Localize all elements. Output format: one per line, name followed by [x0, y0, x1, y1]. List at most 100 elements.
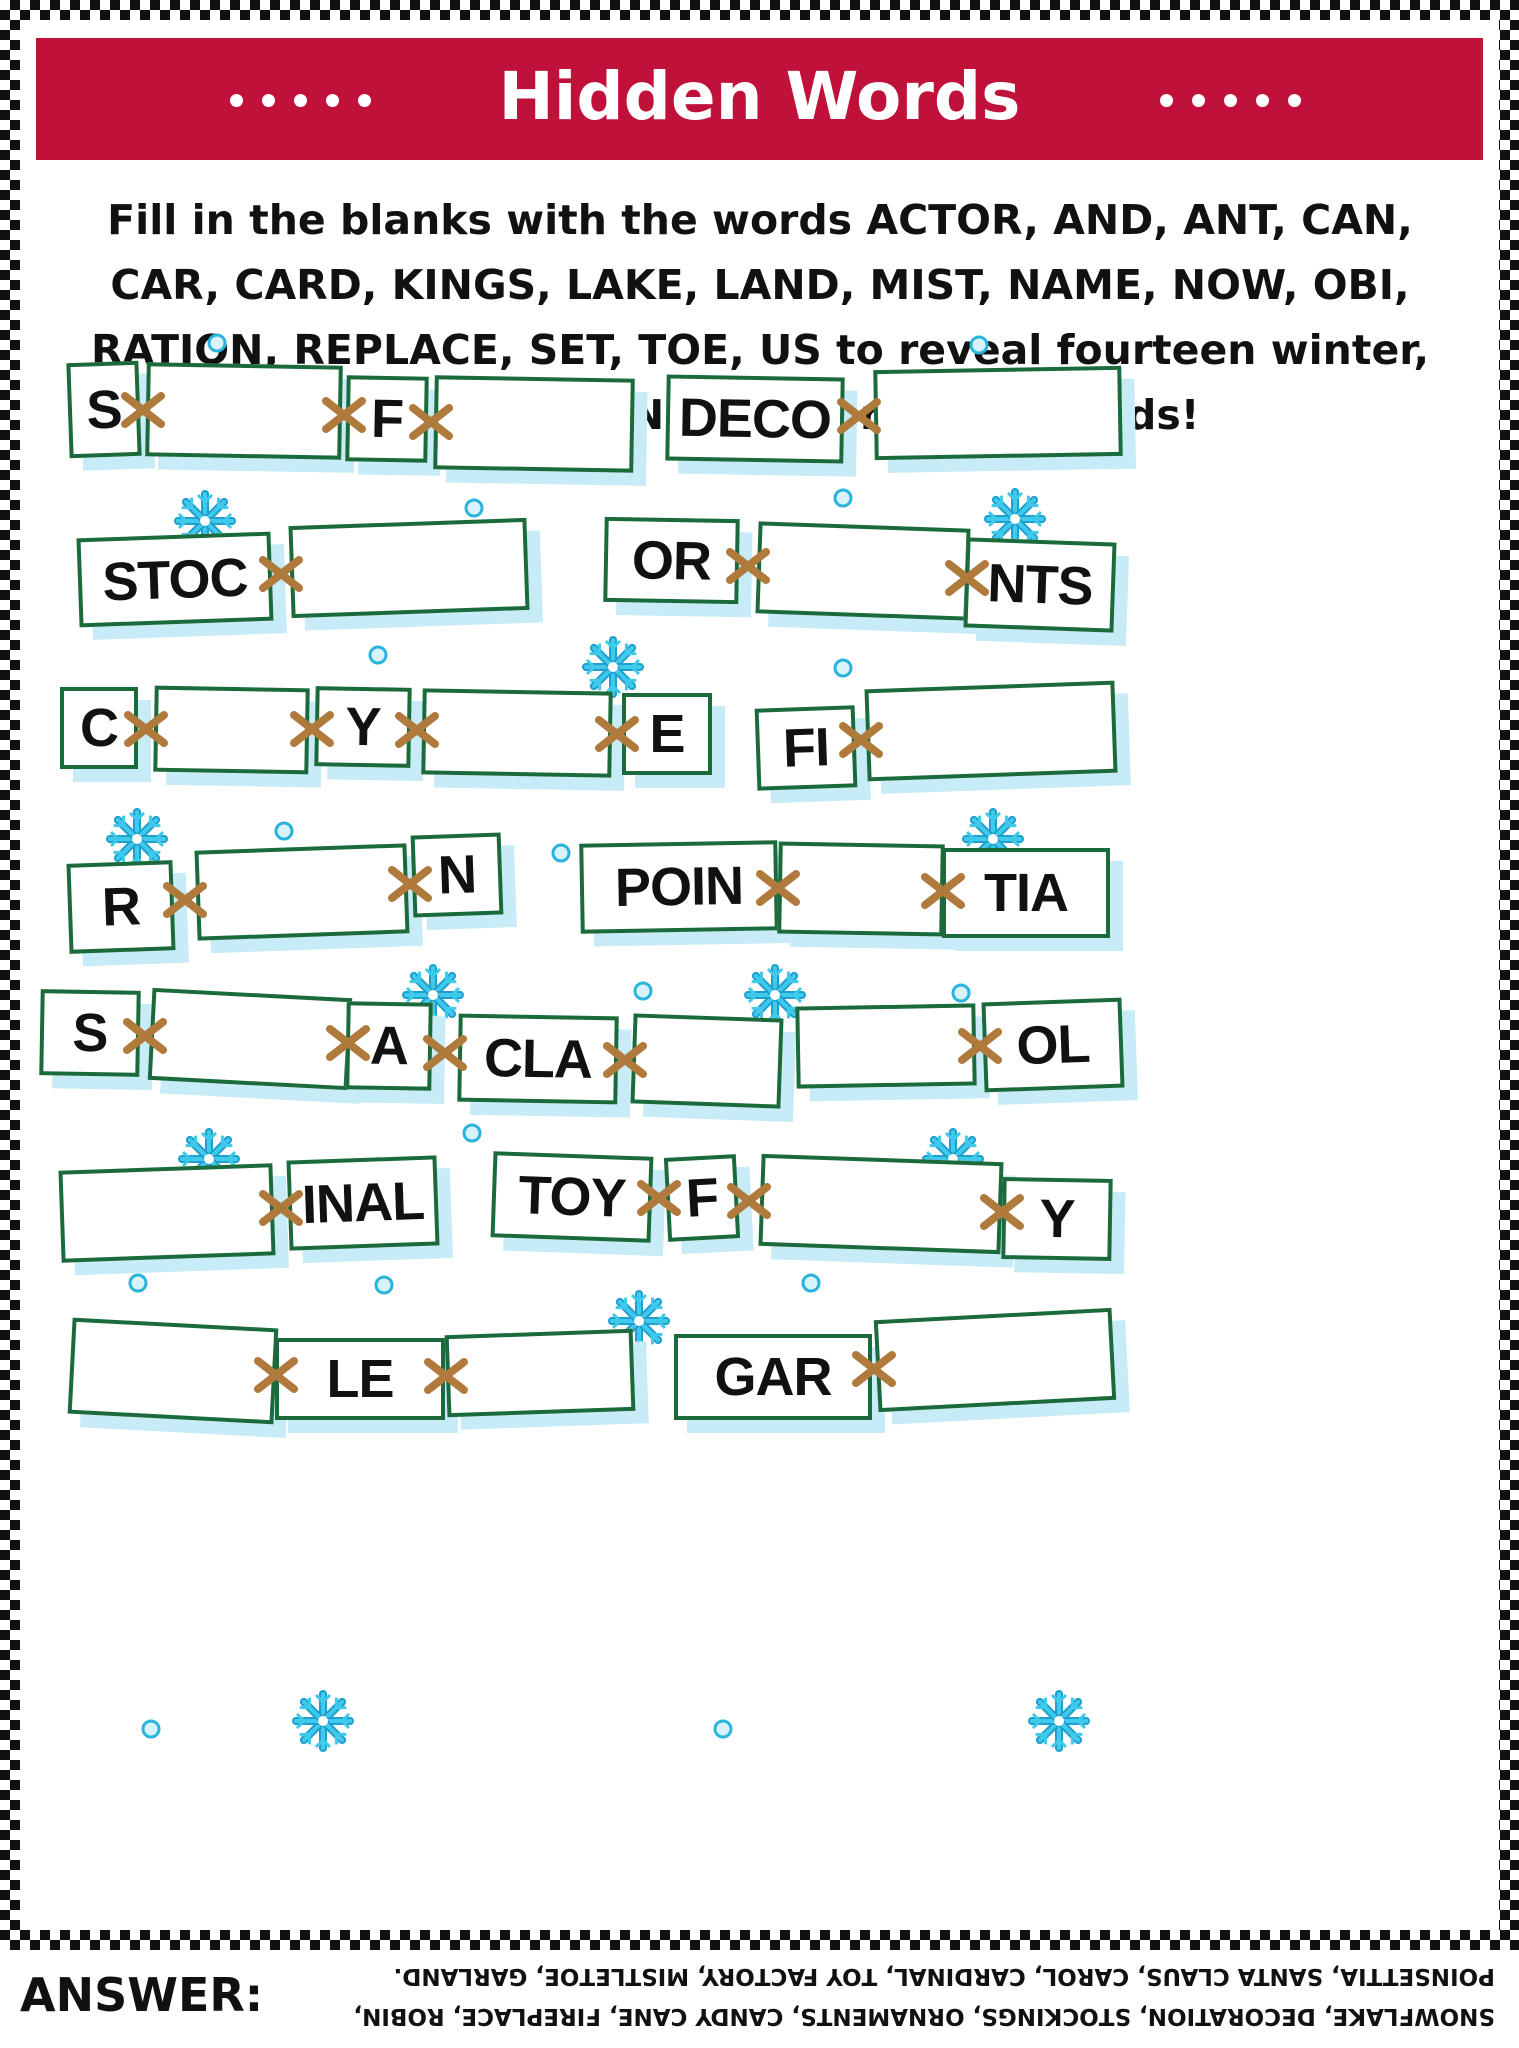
blank-box[interactable]: [873, 365, 1123, 461]
title-banner: Hidden Words: [36, 38, 1483, 160]
cross-icon: [409, 403, 453, 440]
cross-icon: [726, 547, 770, 584]
banner-dots-left: [230, 94, 371, 107]
blank-box[interactable]: [145, 362, 343, 460]
banner-dot: [230, 94, 243, 107]
banner-dot: [1224, 94, 1237, 107]
cross-icon: [322, 397, 366, 433]
blank-box[interactable]: [864, 680, 1118, 782]
snowflake-icon: [582, 636, 644, 698]
snow-dot: [551, 843, 571, 863]
cross-icon: [727, 1183, 771, 1219]
cross-icon: [637, 1179, 681, 1216]
blank-box[interactable]: [421, 688, 613, 778]
snow-dot: [801, 1273, 821, 1293]
cross-icon: [121, 392, 165, 429]
word-fragment-box: E: [622, 693, 712, 775]
cross-icon: [957, 1027, 1002, 1064]
blank-box[interactable]: [67, 1317, 279, 1425]
blank-box[interactable]: [873, 1307, 1117, 1413]
word-fragment-box: TOY: [490, 1151, 654, 1243]
banner-dot: [1160, 94, 1173, 107]
snow-dot: [969, 335, 989, 355]
snow-dot: [207, 333, 227, 353]
checkered-border: Hidden Words Fill in the blanks with the…: [0, 0, 1519, 1950]
banner-dot: [262, 94, 275, 107]
snow-dot: [462, 1123, 482, 1143]
snow-dot: [141, 1719, 161, 1739]
cross-icon: [945, 560, 989, 596]
page-title: Hidden Words: [498, 58, 1021, 135]
word-fragment-box: OR: [603, 516, 740, 605]
cross-icon: [259, 1190, 303, 1226]
blank-box[interactable]: [758, 1153, 1004, 1255]
banner-dot: [1288, 94, 1301, 107]
cross-icon: [123, 1018, 167, 1054]
cross-icon: [980, 1193, 1024, 1230]
snow-dot: [833, 658, 853, 678]
banner-dot: [1192, 94, 1205, 107]
cross-icon: [837, 398, 881, 434]
cross-icon: [852, 1350, 896, 1387]
blank-box[interactable]: [755, 521, 971, 621]
word-fragment-box: GAR: [674, 1334, 872, 1420]
blank-box[interactable]: [194, 843, 410, 941]
snow-dot: [633, 981, 653, 1001]
cross-icon: [595, 715, 639, 752]
snowflake-icon: [608, 1290, 670, 1352]
snow-dot: [713, 1719, 733, 1739]
snowflake-icon: [984, 488, 1046, 550]
cross-icon: [921, 873, 965, 909]
snowflake-icon: [744, 964, 806, 1026]
answer-label: ANSWER:: [20, 1968, 264, 2022]
blank-box[interactable]: [288, 517, 530, 619]
cross-icon: [388, 865, 432, 902]
cross-icon: [839, 721, 883, 758]
cross-icon: [394, 712, 439, 748]
word-fragment-box: INAL: [286, 1155, 440, 1251]
cross-icon: [756, 870, 800, 906]
banner-dot: [1256, 94, 1269, 107]
cross-icon: [423, 1034, 467, 1071]
blank-box[interactable]: [630, 1013, 784, 1109]
snowflake-icon: [106, 808, 168, 870]
word-fragment-box: POIN: [579, 840, 779, 934]
banner-dot: [294, 94, 307, 107]
word-fragment-box: C: [60, 687, 138, 769]
snow-dot: [274, 821, 294, 841]
cross-icon: [259, 555, 303, 592]
banner-dot: [326, 94, 339, 107]
snow-dot: [464, 498, 484, 518]
cross-icon: [124, 711, 168, 747]
cross-icon: [290, 710, 334, 747]
cross-icon: [423, 1358, 468, 1394]
blank-box[interactable]: [444, 1328, 636, 1418]
snow-dot: [368, 645, 388, 665]
snow-dot: [833, 488, 853, 508]
answer-text-upside-down: SNOWFLAKE, DECORATION, STOCKINGS, ORNAME…: [353, 1963, 1495, 2029]
blank-box[interactable]: [147, 987, 353, 1091]
snow-dot: [951, 983, 971, 1003]
snow-dot: [128, 1273, 148, 1293]
puzzle-panel: Hidden Words Fill in the blanks with the…: [20, 20, 1499, 1930]
snowflake-icon: [292, 1690, 354, 1752]
cross-icon: [603, 1042, 647, 1078]
word-fragment-box: R: [66, 860, 176, 954]
cross-icon: [326, 1024, 370, 1061]
word-fragment-box: LE: [275, 1338, 445, 1420]
snowflake-icon: [402, 964, 464, 1026]
answer-section: ANSWER: SNOWFLAKE, DECORATION, STOCKINGS…: [0, 1950, 1519, 2048]
instruction-line: CAR, CARD, KINGS, LAKE, LAND, MIST, NAME…: [110, 261, 1410, 309]
blank-box[interactable]: [795, 1003, 977, 1089]
cross-icon: [253, 1357, 298, 1393]
word-fragment-box: TIA: [942, 848, 1110, 938]
banner-dot: [358, 94, 371, 107]
word-fragment-box: DECO: [665, 374, 845, 464]
cross-icon: [163, 881, 207, 918]
blank-box[interactable]: [433, 375, 635, 473]
instruction-line: Fill in the blanks with the words ACTOR,…: [107, 196, 1413, 244]
blank-box[interactable]: [58, 1163, 276, 1263]
snowflake-icon: [1028, 1690, 1090, 1752]
blank-box[interactable]: [153, 685, 310, 775]
